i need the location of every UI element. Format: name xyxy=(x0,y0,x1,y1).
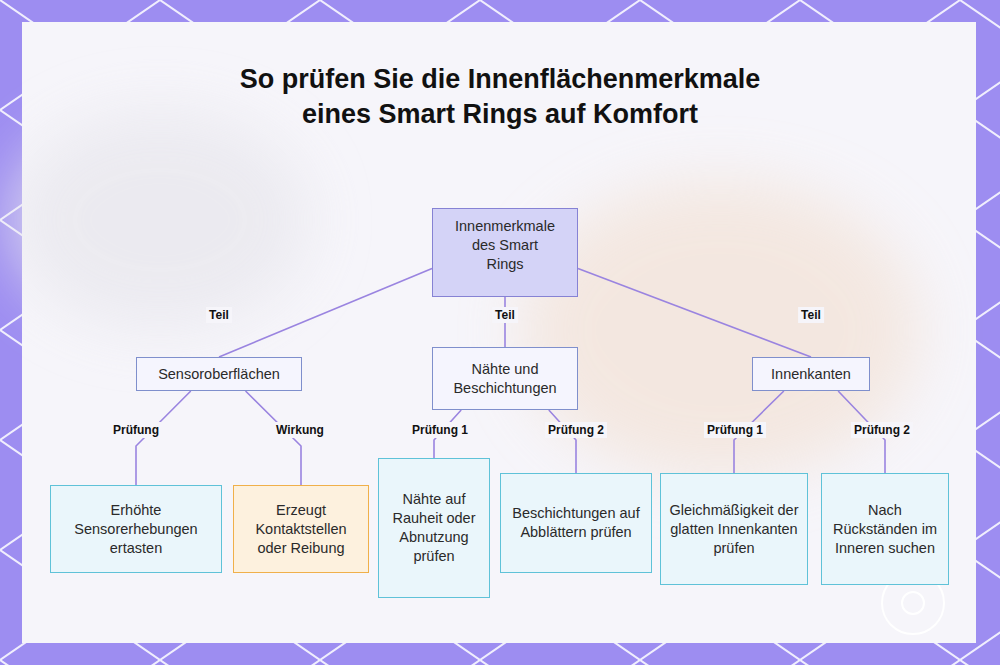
connector-line xyxy=(578,269,811,357)
node-box-leaf: Nähte auf Rauheit oder Abnutzung prüfen xyxy=(378,458,490,598)
edge-label: Prüfung 2 xyxy=(545,422,607,438)
node-text: Nähte und Beschichtungen xyxy=(441,360,569,398)
node-text: Gleichmäßigkeit der glatten Innenkanten … xyxy=(669,501,799,558)
node-text: Innenkanten xyxy=(771,365,851,384)
node-text: Beschichtungen auf Abblättern prüfen xyxy=(509,504,643,542)
blurred-photo xyxy=(10,110,310,330)
connector-line xyxy=(246,391,301,485)
edge-label: Prüfung 1 xyxy=(409,422,471,438)
node-text: Nähte auf Rauheit oder Abnutzung prüfen xyxy=(387,490,481,566)
node-text: Innenmerkmale des Smart Rings xyxy=(455,217,555,274)
edge-label: Teil xyxy=(206,307,232,323)
node-box-leaf: Beschichtungen auf Abblättern prüfen xyxy=(500,473,652,573)
diagram-title: So prüfen Sie die Innenflächenmerkmale e… xyxy=(220,62,780,132)
connector-line xyxy=(219,269,432,357)
node-box-leaf: Erhöhte Sensorerhebungen ertasten xyxy=(50,485,222,573)
connector-line xyxy=(549,410,576,473)
node-box-root: Innenmerkmale des Smart Rings xyxy=(432,208,578,297)
node-box-effect: Erzeugt Kontaktstellen oder Reibung xyxy=(233,485,369,573)
edge-label: Prüfung xyxy=(110,422,162,438)
node-text: Sensoroberflächen xyxy=(158,365,280,384)
edge-label: Prüfung 1 xyxy=(704,422,766,438)
edge-label: Prüfung 2 xyxy=(851,422,913,438)
node-box-leaf: Nach Rückständen im Inneren suchen xyxy=(821,473,949,585)
node-text: Nach Rückständen im Inneren suchen xyxy=(830,501,940,558)
blurred-photo xyxy=(520,180,920,480)
node-box-mid: Innenkanten xyxy=(752,357,870,391)
edge-label: Wirkung xyxy=(273,422,327,438)
node-box-leaf: Gleichmäßigkeit der glatten Innenkanten … xyxy=(660,473,808,585)
edge-label: Teil xyxy=(798,307,824,323)
connector-line xyxy=(136,391,191,485)
edge-label: Teil xyxy=(492,307,518,323)
node-box-mid: Sensoroberflächen xyxy=(136,357,302,391)
node-text: Erhöhte Sensorerhebungen ertasten xyxy=(59,501,213,558)
logo-ring xyxy=(902,592,924,614)
node-box-mid: Nähte und Beschichtungen xyxy=(432,347,578,410)
node-text: Erzeugt Kontaktstellen oder Reibung xyxy=(242,501,360,558)
